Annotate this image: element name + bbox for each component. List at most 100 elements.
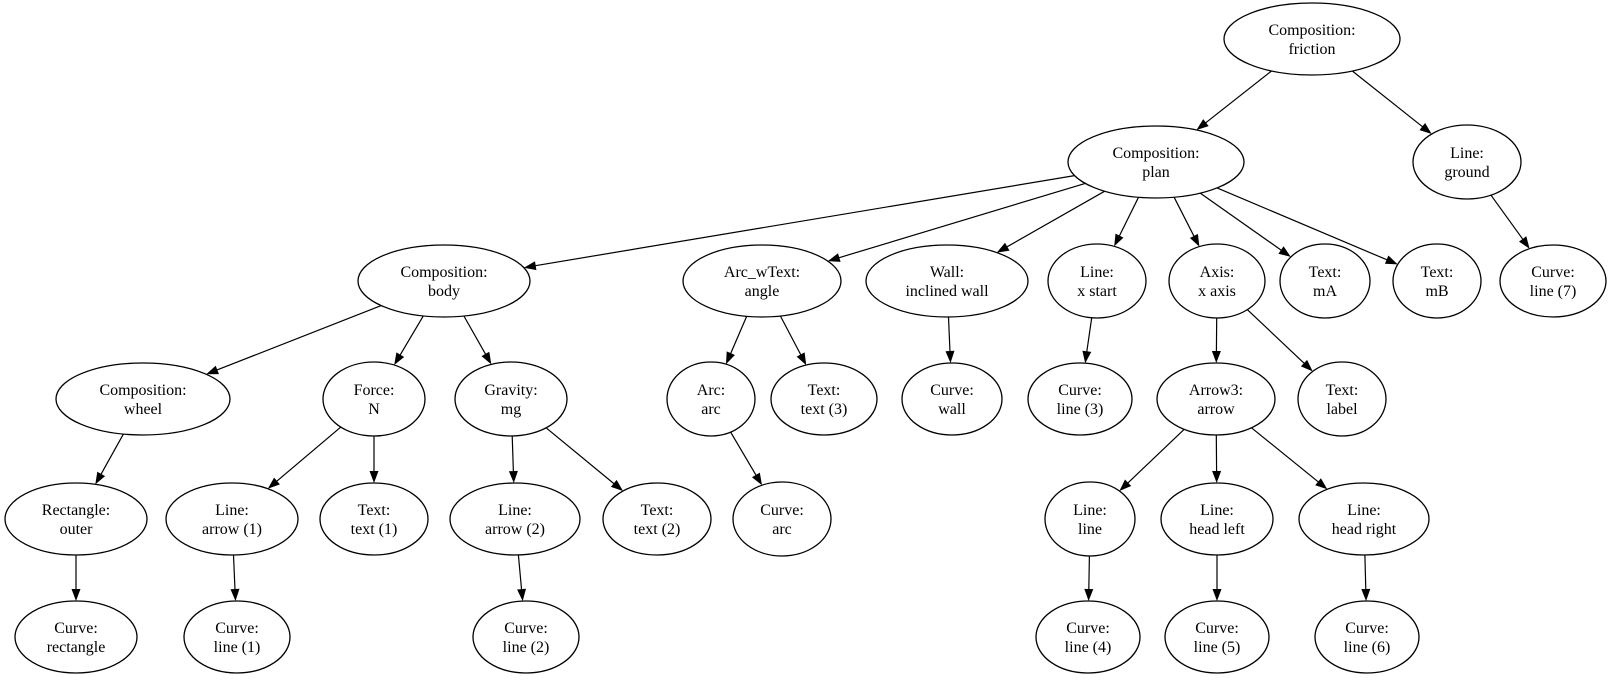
node-label-line2: line (5) bbox=[1194, 639, 1241, 656]
node-ellipse bbox=[1279, 243, 1371, 319]
arrowhead-icon bbox=[996, 242, 1010, 253]
node-ellipse bbox=[1027, 362, 1133, 436]
node-label-line2: ground bbox=[1444, 164, 1489, 181]
edge-friction-to-ground bbox=[1351, 70, 1432, 134]
edge-line bbox=[1173, 196, 1195, 238]
node-mB: Text:mB bbox=[1392, 243, 1482, 319]
node-ellipse bbox=[1392, 243, 1482, 319]
edge-plan-to-angle bbox=[827, 182, 1086, 262]
node-body: Composition: body bbox=[357, 244, 531, 318]
node-label-line2: label bbox=[1326, 401, 1358, 418]
node-ellipse bbox=[1223, 2, 1401, 76]
node-label-line1: Curve: bbox=[1531, 264, 1575, 281]
edge-line bbox=[511, 435, 514, 473]
node-ellipse bbox=[1164, 600, 1270, 674]
edge-line bbox=[275, 426, 342, 483]
node-label-line2: mA bbox=[1313, 283, 1337, 300]
node-ellipse bbox=[602, 482, 712, 556]
arrowhead-icon bbox=[1196, 119, 1209, 130]
arrowhead-icon bbox=[726, 351, 735, 365]
node-label-line2: text (1) bbox=[351, 521, 398, 538]
node-text1: Text:text (1) bbox=[319, 482, 429, 556]
arrowhead-icon bbox=[1361, 588, 1371, 601]
node-line7: Curve: line (7) bbox=[1499, 244, 1607, 318]
node-label-line1: Composition: bbox=[400, 264, 487, 281]
edge-line bbox=[1199, 192, 1283, 252]
node-line4: Curve:line (4) bbox=[1035, 600, 1141, 674]
node-label-line2: line (6) bbox=[1344, 639, 1391, 656]
arrowhead-icon bbox=[1082, 350, 1092, 364]
node-ellipse bbox=[357, 244, 531, 318]
edge-line bbox=[729, 316, 748, 355]
node-label-line1: Text: bbox=[1326, 382, 1359, 399]
node-headleft: Line:head left bbox=[1160, 482, 1274, 556]
edge-line bbox=[100, 433, 124, 476]
node-ellipse bbox=[1156, 362, 1276, 436]
node-label-line2: arrow bbox=[1197, 401, 1235, 418]
arrowhead-icon bbox=[1519, 236, 1530, 249]
edge-line bbox=[1251, 427, 1320, 483]
node-label-line1: Line: bbox=[1073, 502, 1107, 519]
arrowhead-icon bbox=[230, 588, 240, 601]
node-label-line2: line (7) bbox=[1530, 283, 1577, 300]
node-label-line2: arc bbox=[772, 521, 792, 538]
node-outer: Rectangle:outer bbox=[4, 482, 148, 556]
edge-plan-to-body bbox=[523, 175, 1075, 271]
arrowhead-icon bbox=[1315, 478, 1328, 490]
node-label-line1: Gravity: bbox=[484, 382, 537, 399]
node-arrow2: Line:arrow (2) bbox=[449, 482, 581, 556]
node-label-line1: Curve: bbox=[54, 620, 98, 637]
node-wheel: Composition: wheel bbox=[55, 362, 231, 436]
arrowhead-icon bbox=[1084, 588, 1094, 601]
node-label-line2: arrow (1) bbox=[202, 521, 262, 538]
edge-line bbox=[838, 182, 1086, 259]
node-arc: Arc:arc bbox=[666, 361, 756, 437]
node-label-line2: body bbox=[428, 283, 460, 300]
node-label-line2: rectangle bbox=[47, 639, 106, 656]
arrowhead-icon bbox=[71, 589, 81, 601]
arrowhead-icon bbox=[827, 253, 841, 262]
edge-lineline-to-line4 bbox=[1084, 555, 1094, 601]
node-ellipse bbox=[1035, 600, 1141, 674]
edge-arrow2-to-line2 bbox=[517, 554, 526, 602]
node-label-line1: Curve: bbox=[215, 620, 259, 637]
edge-gravity-to-text2 bbox=[545, 427, 623, 491]
edge-forceN-to-arrow1 bbox=[267, 426, 342, 489]
node-line3: Curve:line (3) bbox=[1027, 362, 1133, 436]
node-ellipse bbox=[1297, 361, 1387, 437]
edge-gravity-to-arrow2 bbox=[508, 435, 518, 483]
node-label-line2: head right bbox=[1332, 521, 1397, 538]
node-ellipse bbox=[322, 361, 426, 437]
node-label-line1: Composition: bbox=[99, 382, 186, 399]
node-ellipse bbox=[1499, 244, 1607, 318]
arrowhead-icon bbox=[206, 365, 219, 375]
arrowhead-icon bbox=[1114, 233, 1124, 247]
node-line1: Curve:line (1) bbox=[183, 600, 291, 674]
node-label-line1: Text: bbox=[641, 502, 674, 519]
arrowhead-icon bbox=[481, 351, 492, 365]
edge-angle-to-arc bbox=[726, 316, 748, 365]
arrowhead-icon bbox=[517, 588, 526, 602]
node-xstart: Line:x start bbox=[1047, 243, 1147, 319]
arrowhead-icon bbox=[1212, 471, 1222, 483]
edge-line bbox=[1118, 197, 1140, 237]
arrowhead-icon bbox=[945, 350, 955, 363]
node-ellipse bbox=[732, 481, 832, 557]
edge-plan-to-xstart bbox=[1114, 197, 1140, 247]
edge-line bbox=[1126, 428, 1185, 484]
edge-xaxis-to-arrow3 bbox=[1211, 317, 1221, 363]
node-label-line1: Curve: bbox=[1066, 620, 1110, 637]
node-text2: Text:text (2) bbox=[602, 482, 712, 556]
node-label-line2: plan bbox=[1142, 164, 1170, 181]
node-label-line1: Line: bbox=[1347, 502, 1381, 519]
node-label-line1: Curve: bbox=[1345, 620, 1389, 637]
node-label-line2: arrow (2) bbox=[485, 521, 545, 538]
edge-body-to-forceN bbox=[394, 315, 424, 365]
edge-headright-to-line6 bbox=[1361, 554, 1371, 601]
node-ellipse bbox=[14, 600, 138, 674]
node-label-line2: wheel bbox=[124, 401, 163, 418]
node-friction: Composition:friction bbox=[1223, 2, 1401, 76]
